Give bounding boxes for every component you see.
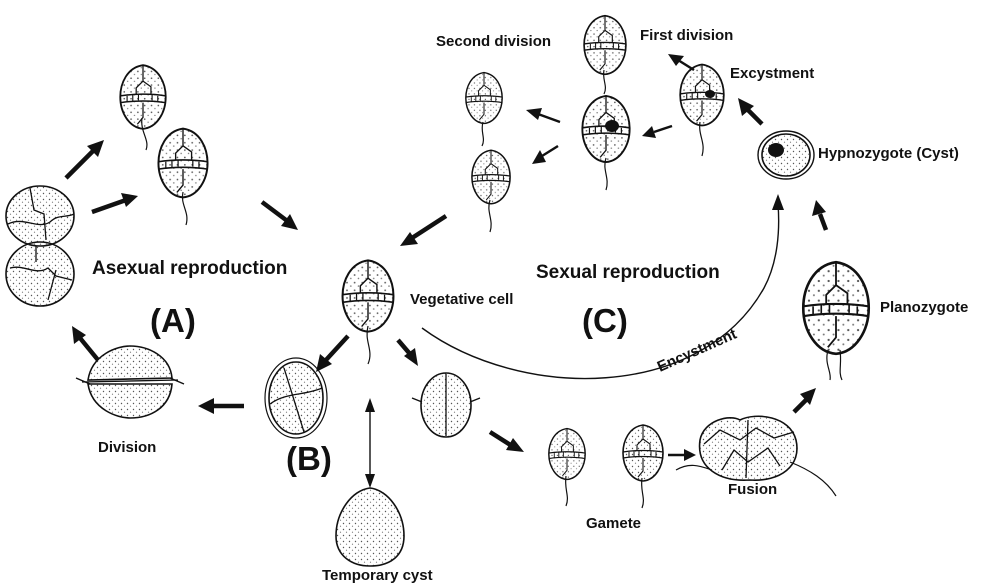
first-division-cell-top (584, 16, 626, 94)
temporary-cyst (336, 488, 404, 566)
arrow-to-second-upper (526, 108, 560, 122)
vegetative-cell-label: Vegetative cell (410, 291, 513, 308)
double-arrow-temporary-cyst (365, 398, 375, 488)
gamete-right (623, 425, 663, 508)
planozygote-label: Planozygote (880, 299, 968, 316)
excystment-label: Excystment (730, 65, 814, 82)
arrow-to-gamete (490, 432, 524, 452)
arrow-to-division (198, 398, 244, 414)
temporary-cyst-label: Temporary cyst (322, 567, 433, 584)
asexual-cell-middle (158, 129, 207, 225)
excystment-cell (680, 64, 724, 156)
encystment-path (422, 194, 784, 378)
hypnozygote-label: Hypnozygote (Cyst) (818, 145, 959, 162)
arrow-fusion-to-planozygote (794, 388, 816, 412)
gamete-forming-cell (412, 373, 480, 437)
division-label: Division (98, 439, 156, 456)
first-division-cell-lower (582, 96, 629, 190)
arrow-vegetative-to-encysting (316, 336, 348, 372)
arrow-excystment-to-first (668, 54, 694, 70)
hypnozygote-cyst (758, 131, 814, 179)
arrow-excystment-to-first-lower (642, 126, 672, 138)
division-cell (76, 346, 184, 418)
label-c: (C) (582, 302, 628, 339)
planozygote (803, 262, 868, 380)
arrow-vegetative-to-gamete-forming (398, 340, 418, 366)
asexual-cell-top (120, 65, 165, 150)
label-b: (B) (286, 440, 332, 477)
arrow-planozygote-to-hypnozygote (812, 200, 826, 230)
arrow-gamete-to-fusion (668, 449, 696, 461)
encystment-label: Encystment (655, 326, 740, 376)
fusion-label: Fusion (728, 481, 777, 498)
vegetative-cell (343, 260, 394, 364)
gamete-label: Gamete (586, 515, 641, 532)
arrow-to-second-lower (532, 146, 558, 164)
arrow-second-to-vegetative (400, 216, 446, 246)
arrow-division-to-pair (72, 326, 98, 360)
second-division-label: Second division (436, 33, 551, 50)
dividing-pair-left (6, 186, 74, 306)
second-division-cell-upper (466, 73, 502, 146)
arrow-pair-to-middle (92, 193, 138, 212)
first-division-label: First division (640, 27, 733, 44)
gamete-left (549, 429, 585, 506)
arrow-pair-to-top (66, 140, 104, 178)
arrow-middle-to-vegetative (262, 202, 298, 230)
second-division-cell-lower (472, 150, 510, 232)
asexual-reproduction-label: Asexual reproduction (92, 258, 287, 279)
label-a: (A) (150, 302, 196, 339)
sexual-reproduction-label: Sexual reproduction (536, 262, 720, 283)
arrow-hypnozygote-to-excystment (738, 98, 762, 124)
